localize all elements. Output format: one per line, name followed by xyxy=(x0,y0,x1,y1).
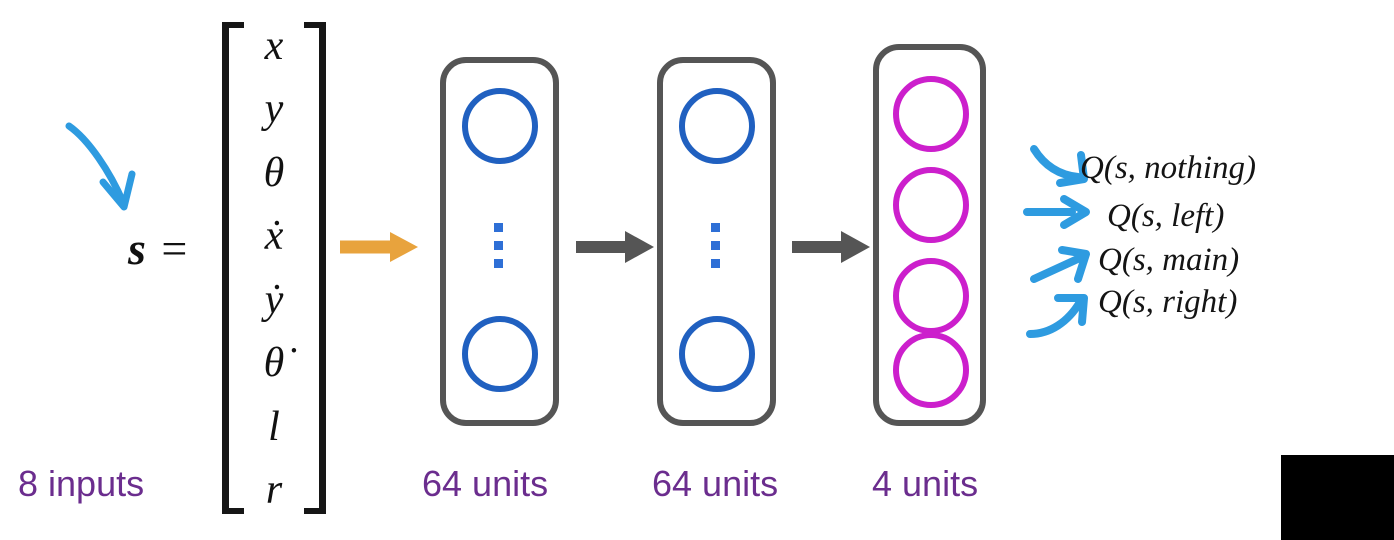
q-args: (s, left) xyxy=(1130,198,1225,234)
q-symbol: Q xyxy=(1098,242,1122,278)
q-symbol: Q xyxy=(1107,198,1131,234)
pointer-arrow-icon xyxy=(65,122,136,211)
bracket-right-icon xyxy=(304,22,326,514)
output-label-right: Q(s, right) xyxy=(1098,284,1237,321)
q-args: (s, nothing) xyxy=(1103,150,1257,186)
layer-arrow-icon xyxy=(576,231,654,263)
output-layer-box xyxy=(873,44,986,426)
output-layer-units-label: 4 units xyxy=(872,463,979,504)
input-arrow-icon xyxy=(340,232,418,262)
hidden-layer-1-box xyxy=(440,57,559,426)
input-count-label: 8 inputs xyxy=(18,463,145,504)
vertical-ellipsis-icon xyxy=(711,223,720,268)
node-circle xyxy=(893,76,969,152)
node-circle xyxy=(679,316,755,392)
state-vector: x y θ ẋ ẏ θ̇ l r xyxy=(222,22,326,514)
vector-item: ẏ xyxy=(264,276,284,323)
output-label-nothing: Q(s, nothing) xyxy=(1080,150,1256,187)
vector-item: r xyxy=(265,466,283,513)
node-circle xyxy=(462,88,538,164)
black-overlay-block xyxy=(1281,455,1394,540)
output-arrow-right-icon xyxy=(1026,294,1088,338)
q-symbol: Q xyxy=(1098,284,1122,320)
output-label-left: Q(s, left) xyxy=(1107,198,1224,235)
node-circle xyxy=(893,167,969,243)
bracket-left-icon xyxy=(222,22,244,514)
hidden-layer-1-units-label: 64 units xyxy=(422,463,549,504)
q-symbol: Q xyxy=(1080,150,1104,186)
state-vector-items: x y θ ẋ ẏ θ̇ l r xyxy=(240,22,308,514)
vector-item: l xyxy=(268,403,280,450)
vector-item: ẋ xyxy=(264,213,284,260)
output-arrow-main-icon xyxy=(1030,246,1090,283)
q-args: (s, main) xyxy=(1121,242,1240,278)
vector-item: θ̇ xyxy=(263,340,285,387)
output-arrow-left-icon xyxy=(1023,195,1090,229)
node-circle xyxy=(893,258,969,334)
vector-item: x xyxy=(264,23,284,69)
hidden-layer-2-units-label: 64 units xyxy=(652,463,779,504)
hidden-layer-2-box xyxy=(657,57,776,426)
state-symbol: s xyxy=(128,223,148,274)
layer-arrow-icon xyxy=(792,231,870,263)
output-arrow-nothing-icon xyxy=(1030,145,1088,187)
vector-item: y xyxy=(264,86,284,133)
state-equation: s = xyxy=(128,222,189,275)
vector-item: θ xyxy=(263,149,285,196)
equals-sign: = xyxy=(161,223,190,274)
vertical-ellipsis-icon xyxy=(494,223,503,268)
q-args: (s, right) xyxy=(1121,284,1238,320)
output-label-main: Q(s, main) xyxy=(1098,242,1239,279)
node-circle xyxy=(462,316,538,392)
node-circle xyxy=(893,332,969,408)
node-circle xyxy=(679,88,755,164)
